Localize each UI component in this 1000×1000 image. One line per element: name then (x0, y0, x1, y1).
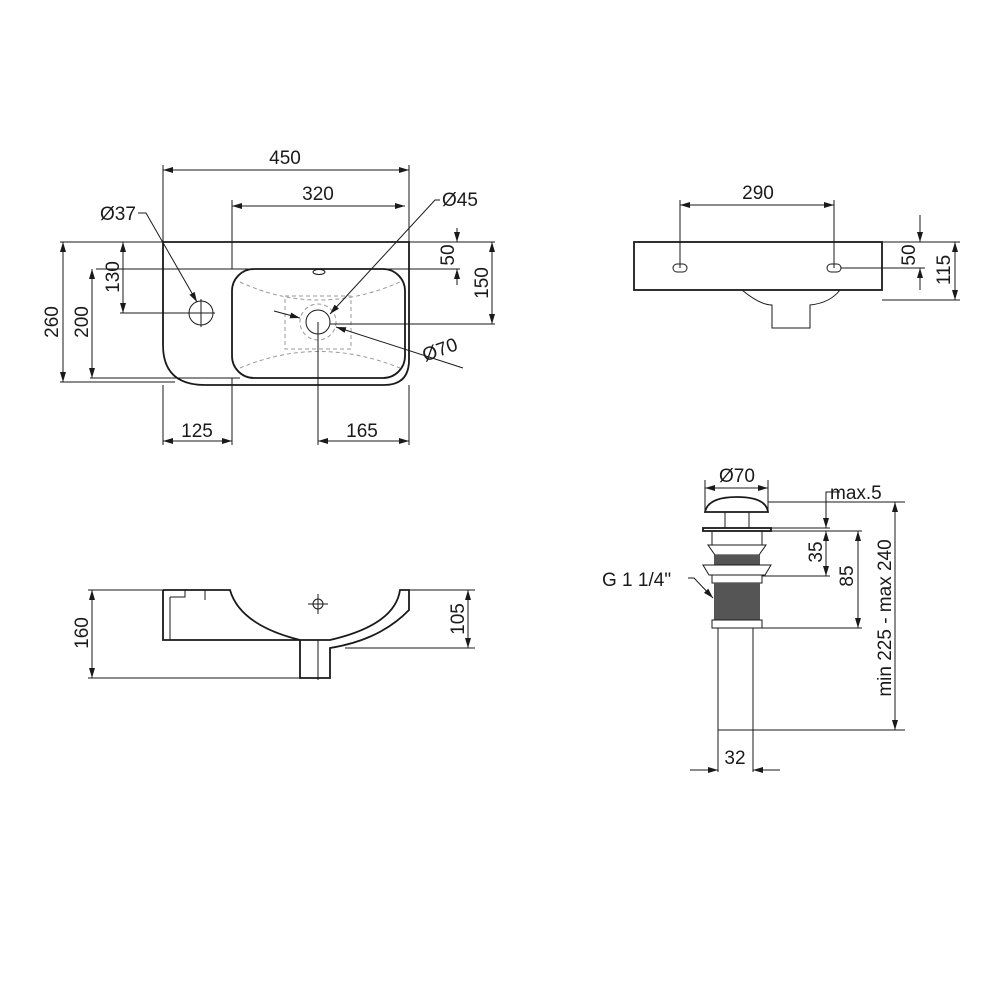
dim-150: 150 (472, 267, 493, 299)
dim-130: 130 (103, 261, 124, 293)
dim-tap-diameter: Ø37 (100, 204, 136, 225)
dim-drain-outer-diameter: Ø70 (420, 334, 461, 366)
overflow-icon (312, 269, 326, 275)
dim-50-back: 50 (899, 244, 920, 265)
dim-200: 200 (72, 306, 93, 338)
drain-fitting: Ø70 max.5 35 85 min 225 - max 240 G 1 1/… (602, 466, 905, 773)
dim-85: 85 (837, 565, 858, 586)
dim-50: 50 (438, 244, 459, 265)
dim-290: 290 (742, 183, 774, 204)
back-view: 290 50 115 (633, 183, 960, 329)
dim-320: 320 (302, 184, 334, 205)
back-outline (633, 241, 883, 291)
dim-260: 260 (42, 306, 63, 338)
dim-32: 32 (724, 748, 745, 769)
dim-450: 450 (269, 148, 301, 169)
dim-35: 35 (806, 541, 827, 562)
dim-125: 125 (181, 421, 213, 442)
dim-105: 105 (448, 603, 469, 635)
dim-160: 160 (72, 617, 93, 649)
dim-165: 165 (346, 421, 378, 442)
dim-cap-diameter: Ø70 (719, 466, 755, 487)
dim-drain-diameter: Ø45 (442, 190, 478, 211)
drain-pipe (717, 627, 754, 731)
thread-section (714, 583, 760, 620)
dim-length-range: min 225 - max 240 (875, 539, 896, 696)
section-view: 160 105 (72, 589, 475, 680)
basin-outline (162, 241, 410, 386)
dim-max5: max.5 (830, 483, 882, 504)
top-view: 450 320 Ø37 Ø45 Ø70 50 150 130 200 260 1… (42, 148, 495, 445)
thread-size-label: G 1 1/4" (602, 570, 671, 591)
dim-115: 115 (934, 255, 955, 285)
